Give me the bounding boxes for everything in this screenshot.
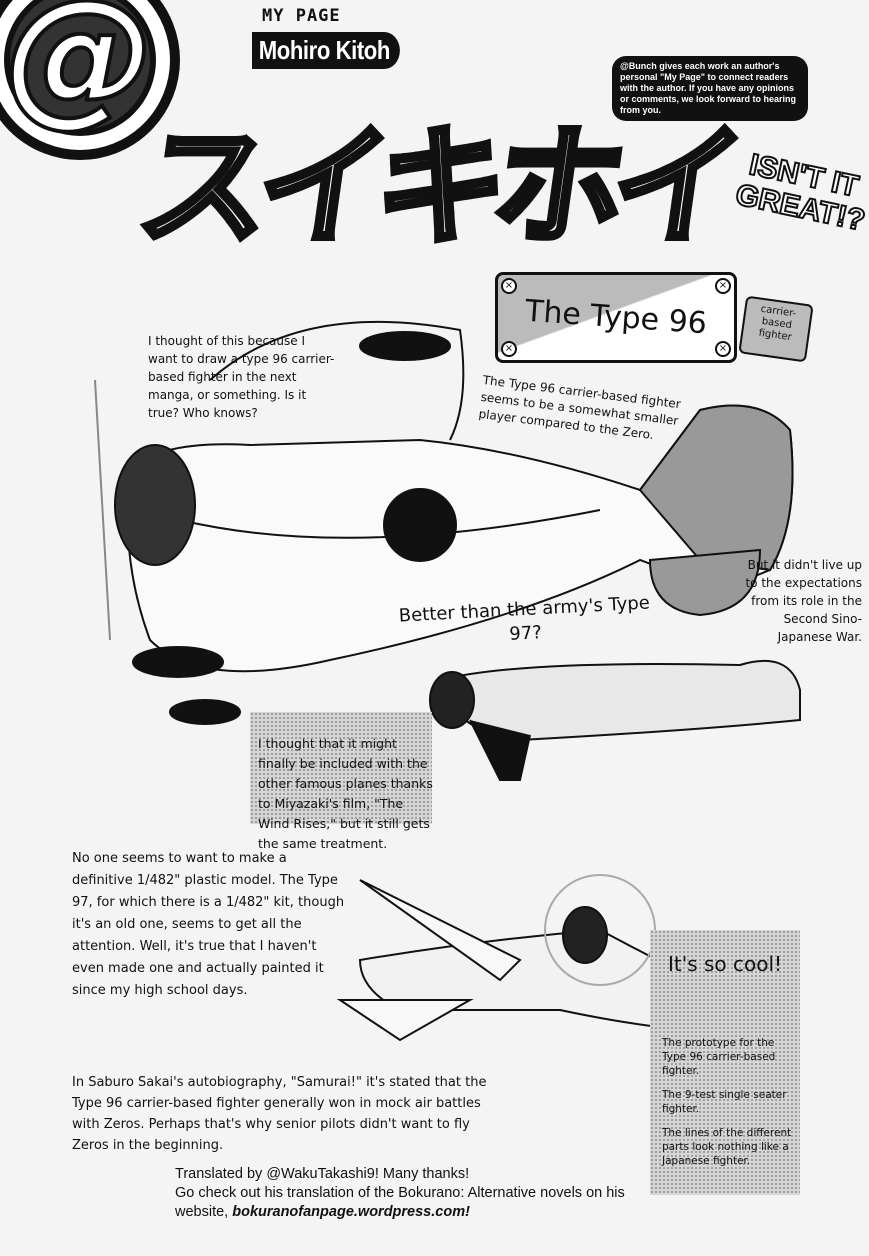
- prototype-note-3: The lines of the different parts look no…: [662, 1127, 792, 1167]
- credit-line-1: Translated by @WakuTakashi9! Many thanks…: [175, 1166, 470, 1182]
- type97-fighter-drawing: [429, 659, 801, 781]
- caption-prototype: The prototype for the Type 96 carrier-ba…: [662, 1036, 797, 1168]
- plate-label: The Type 96: [524, 293, 708, 342]
- credit-site-link[interactable]: bokuranofanpage.wordpress.com!: [232, 1204, 470, 1220]
- type96-plate: × × × × The Type 96: [495, 272, 737, 363]
- screw-icon: ×: [501, 341, 517, 357]
- caption-wind-rises: I thought that it might finally be inclu…: [258, 736, 433, 851]
- screw-icon: ×: [501, 278, 517, 294]
- carrier-tag: carrier-based fighter: [738, 295, 814, 363]
- prototype-note-1: The prototype for the Type 96 carrier-ba…: [662, 1037, 776, 1077]
- prototype-tone-panel: [650, 930, 800, 1195]
- wind-rises-tone-panel: [250, 712, 432, 824]
- screw-icon: ×: [715, 278, 731, 294]
- caption-intro: I thought of this because I want to draw…: [148, 334, 335, 420]
- caption-plastic-model: No one seems to want to make a definitiv…: [72, 851, 345, 998]
- katakana-title: スイキホイ: [127, 108, 744, 266]
- caption-cool: It's so cool!: [667, 952, 783, 976]
- translation-credit: Translated by @WakuTakashi9! Many thanks…: [175, 1165, 645, 1222]
- prototype-note-2: The 9-test single seater fighter.: [662, 1089, 787, 1115]
- section-label: MY PAGE: [262, 6, 341, 26]
- at-logo: @: [0, 0, 180, 160]
- my-page-note: @Bunch gives each work an author's perso…: [612, 56, 808, 121]
- caption-expectations: But it didn't live up to the expectation…: [745, 558, 862, 644]
- credit-line-2: Go check out his translation of the Boku…: [175, 1185, 625, 1220]
- type96-fighter-drawing: [94, 320, 794, 725]
- screw-icon: ×: [715, 341, 731, 357]
- author-name: Mohiro Kitoh: [252, 32, 401, 69]
- caption-sakai: In Saburo Sakai's autobiography, "Samura…: [72, 1075, 487, 1153]
- at-symbol: @: [3, 0, 157, 142]
